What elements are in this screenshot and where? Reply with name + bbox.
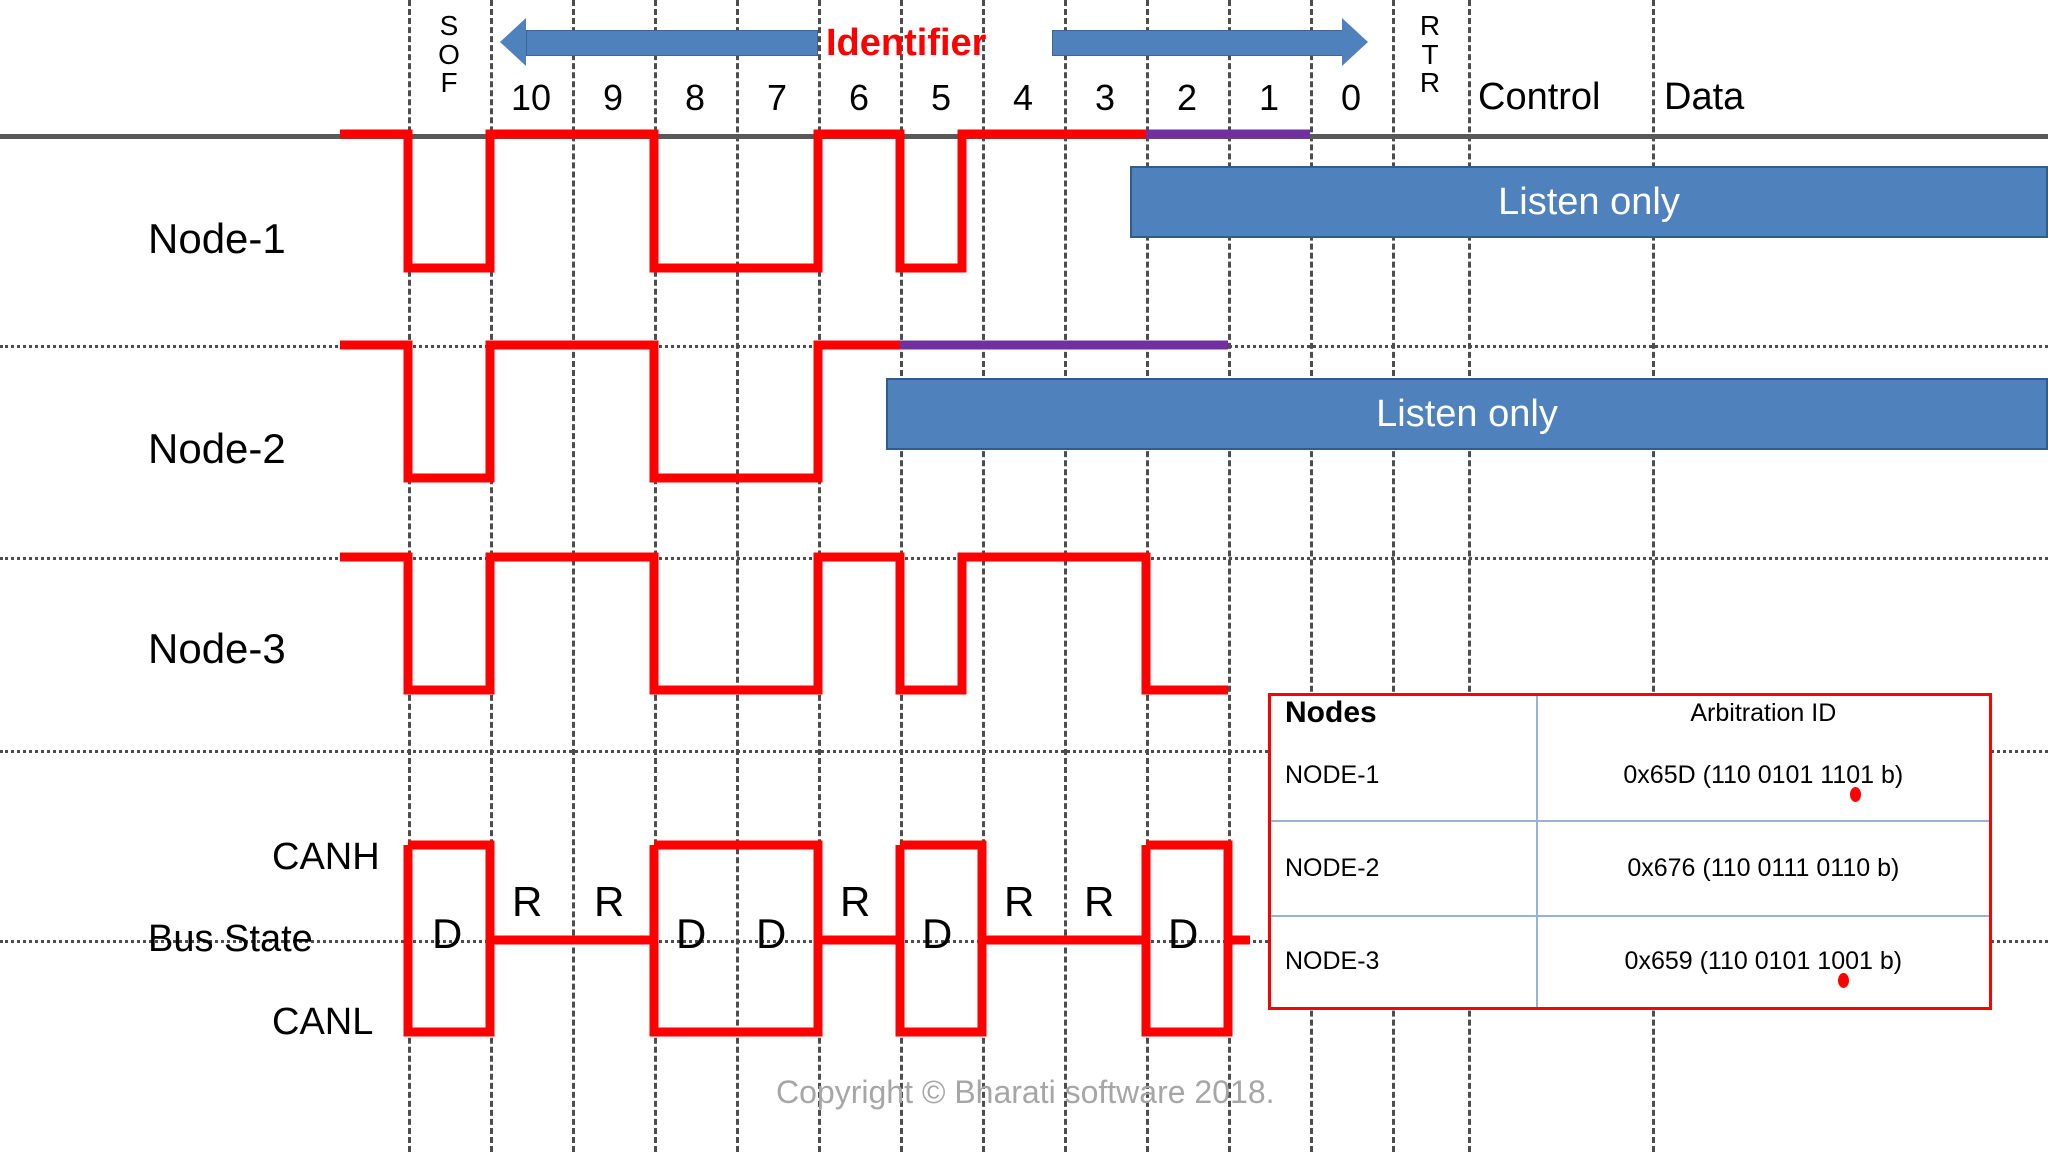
bus-state-dominant-8-7 — [649, 840, 823, 1037]
table-cell-arbitration-id: 0x676 (110 0111 0110 b) — [1536, 821, 1989, 917]
bus-state-waveform — [403, 840, 495, 1037]
node1-losing-bit-dot — [1850, 786, 1862, 802]
bit-label-1: 1 — [1258, 77, 1280, 118]
bit-label-7: 7 — [766, 77, 788, 118]
grid-vline — [1468, 0, 1471, 1152]
sof-letter-s: S — [439, 10, 459, 41]
table-cell-node-name: NODE-2 — [1271, 821, 1538, 917]
row-label-bus-state: Bus State — [148, 918, 313, 960]
row-label-canl: CANL — [272, 1001, 374, 1043]
bit-label-9: 9 — [602, 77, 624, 118]
grid-vline — [1392, 0, 1395, 1152]
table-col-nodes: Nodes — [1271, 696, 1538, 730]
node1-listen-only-bar: Listen only — [1130, 166, 2048, 238]
node3-waveform — [340, 552, 1228, 695]
node2-waveform — [340, 340, 900, 483]
table-cell-node-name: NODE-3 — [1271, 915, 1538, 1007]
table-cell-arbitration-id: 0x659 (110 0101 1001 b) — [1537, 916, 1989, 1007]
header-rtr-label: R T R — [1392, 10, 1468, 99]
table-row: NODE-3 0x659 (110 0101 1001 b) — [1271, 915, 1989, 1007]
row-label-node1: Node-1 — [148, 215, 286, 262]
grid-vline — [1652, 0, 1655, 1152]
bit-label-5: 5 — [930, 77, 952, 118]
bus-bit-label-d1: D — [432, 910, 463, 957]
table-col-arbitration-id: Arbitration ID — [1690, 698, 1837, 727]
rtr-letter-r1: R — [1419, 10, 1441, 41]
row-label-canh: CANH — [272, 836, 380, 878]
bit-label-3: 3 — [1094, 77, 1116, 118]
bus-bit-label-d5: D — [1168, 910, 1199, 957]
bus-bit-label-d3: D — [756, 910, 787, 957]
bus-bit-label-r5: R — [1084, 878, 1115, 925]
header-data-label: Data — [1664, 76, 1745, 118]
bus-bit-label-r3: R — [840, 878, 871, 925]
bus-bit-label-r2: R — [594, 878, 625, 925]
bit-label-0: 0 — [1340, 77, 1362, 118]
header-sof-label: S O F — [408, 10, 490, 99]
table-cell-node-name: NODE-1 — [1271, 730, 1538, 823]
node2-listen-only-bar: Listen only — [886, 378, 2048, 450]
grid-vline — [572, 0, 575, 1152]
bus-state-baseline — [0, 750, 2048, 753]
bus-bit-label-r1: R — [512, 878, 543, 925]
table-cell-arbitration-id: 0x65D (110 0101 1101 b) — [1536, 730, 1989, 823]
table-header-row: Nodes Arbitration ID — [1271, 696, 1989, 730]
header-control-label: Control — [1478, 76, 1601, 118]
bit-label-10: 10 — [510, 77, 552, 118]
bus-state-dominant-2 — [1141, 840, 1233, 1037]
bit-label-8: 8 — [684, 77, 706, 118]
sof-letter-f: F — [440, 67, 458, 99]
bit-label-2: 2 — [1176, 77, 1198, 118]
bus-bit-label-r4: R — [1004, 878, 1035, 925]
node1-listen-only-label: Listen only — [1498, 180, 1680, 223]
copyright-notice: Copyright © Bharati software 2018. — [776, 1074, 1275, 1110]
identifier-label: Identifier — [826, 22, 987, 64]
node1-arbitration-id-value: 0x65D (110 0101 1101 b) — [1623, 760, 1904, 789]
bus-state-dominant-5 — [895, 840, 987, 1037]
table-row: NODE-1 0x65D (110 0101 1101 b) — [1271, 730, 1989, 823]
sof-letter-o: O — [438, 38, 460, 70]
node1-waveform — [340, 129, 1146, 273]
grid-vline — [736, 0, 739, 1152]
bus-bit-label-d2: D — [676, 910, 707, 957]
grid-vline — [1310, 0, 1313, 1152]
rtr-letter-r2: R — [1419, 67, 1441, 99]
grid-vline — [982, 0, 985, 1152]
bit-label-6: 6 — [848, 77, 870, 118]
node2-arbitration-id-value: 0x676 (110 0111 0110 b) — [1627, 853, 1900, 882]
node2-listen-only-label: Listen only — [1376, 392, 1558, 435]
node3-arbitration-id-value: 0x659 (110 0101 1001 b) — [1624, 947, 1903, 976]
row-label-node2: Node-2 — [148, 425, 286, 472]
grid-vline — [1228, 0, 1231, 1152]
table-row: NODE-2 0x676 (110 0111 0110 b) — [1271, 821, 1989, 917]
arbitration-id-table: Nodes Arbitration ID NODE-1 0x65D (110 0… — [1268, 693, 1992, 1010]
grid-vline — [1064, 0, 1067, 1152]
rtr-letter-t: T — [1421, 38, 1439, 70]
node3-winning-bit-dot — [1837, 973, 1849, 989]
bus-bit-label-d4: D — [922, 910, 953, 957]
row-label-node3: Node-3 — [148, 625, 286, 672]
bit-label-4: 4 — [1012, 77, 1034, 118]
